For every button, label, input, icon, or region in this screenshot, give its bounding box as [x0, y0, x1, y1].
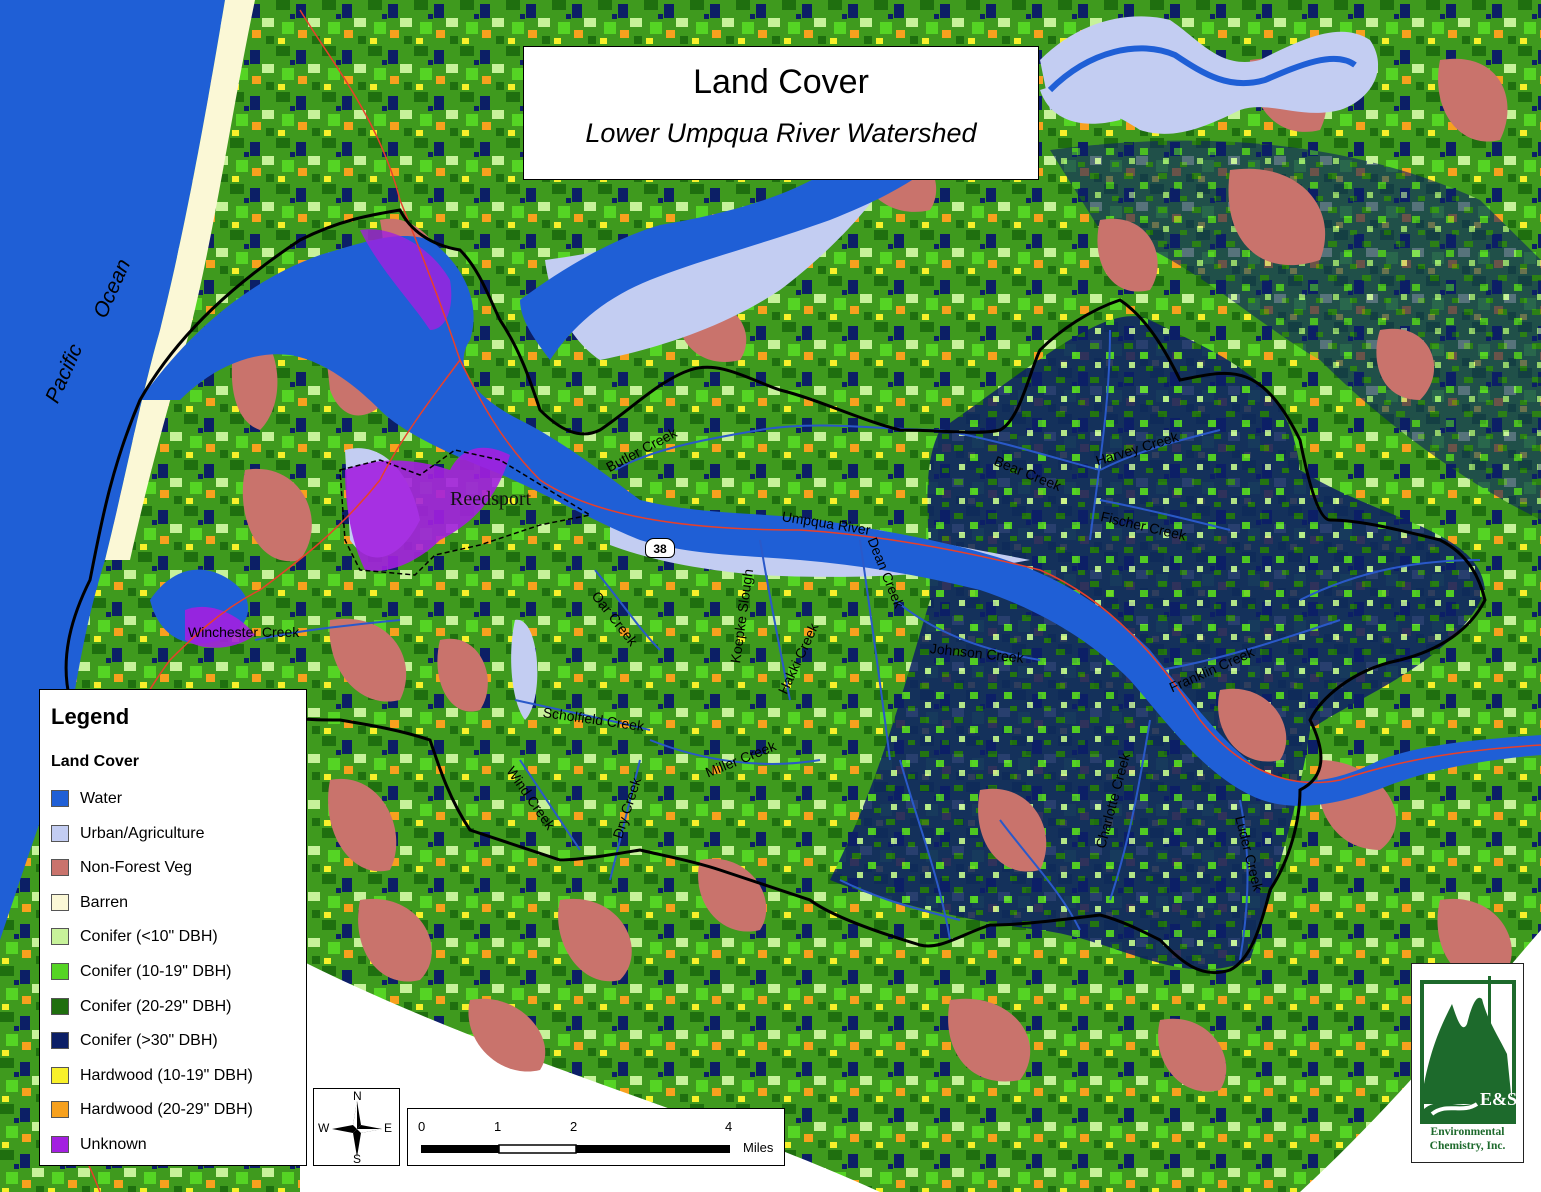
city-limits: [339, 449, 593, 576]
north-river-channel: [1047, 45, 1357, 93]
label-winchester-creek: Winchester Creek: [188, 624, 300, 640]
legend-item: Unknown: [51, 1136, 301, 1156]
highway-shield: 38: [645, 538, 675, 558]
legend-label: Conifer (<10" DBH): [80, 928, 218, 946]
watershed-boundary: [64, 208, 1487, 975]
north-arrow-box: N S E W: [313, 1088, 400, 1166]
legend-swatch: [51, 790, 69, 807]
legend-label: Hardwood (10-19" DBH): [80, 1066, 253, 1084]
legend-label: Urban/Agriculture: [80, 824, 205, 842]
legend-label: Conifer (>30" DBH): [80, 1032, 218, 1050]
legend-item: Barren: [51, 893, 301, 914]
estuary-arm-north: [520, 150, 950, 360]
legend-label: Water: [80, 790, 123, 807]
west-label: W: [318, 1121, 330, 1135]
map-title: Land Cover: [693, 63, 869, 101]
winchester-unknown: [185, 606, 255, 648]
logo-name-line2: Chemistry, Inc.: [1429, 1140, 1506, 1152]
north-unknown: [360, 229, 452, 330]
legend-swatch: [51, 824, 69, 842]
legend-item: Conifer (>30" DBH): [51, 1032, 301, 1052]
logo-company-name: Environmental Chemistry, Inc.: [1412, 1125, 1523, 1153]
legend-item: Hardwood (20-29" DBH): [51, 1101, 301, 1121]
scale-tick-1: 1: [494, 1119, 502, 1134]
legend-swatch: [51, 963, 69, 980]
legend-label: Unknown: [80, 1136, 147, 1153]
conifer-mass-north: [1050, 140, 1541, 520]
city-label-reedsport: Reedsport: [450, 488, 532, 510]
legend-item: Conifer (10-19" DBH): [51, 963, 301, 983]
legend-swatch: [51, 928, 69, 946]
legend-item: Conifer (20-29" DBH): [51, 997, 301, 1018]
legend-title: Legend: [51, 704, 130, 729]
legend-item: Non-Forest Veg: [51, 859, 301, 879]
legend-label: Hardwood (20-29" DBH): [80, 1101, 253, 1119]
tributary-streams: [254, 329, 1481, 961]
scale-bar: [421, 1144, 730, 1154]
company-logo: E&S Environmental Chemistry, Inc.: [1411, 963, 1524, 1163]
legend-swatch: [51, 1136, 69, 1153]
map-subtitle: Lower Umpqua River Watershed: [585, 118, 977, 148]
legend-label: Conifer (20-29" DBH): [80, 997, 232, 1015]
legend-item: Urban/Agriculture: [51, 824, 301, 845]
scale-tick-2: 2: [570, 1119, 578, 1134]
legend-swatch: [51, 859, 69, 877]
legend-item: Conifer (<10" DBH): [51, 928, 301, 948]
legend-subtitle: Land Cover: [51, 753, 140, 770]
logo-abbreviation: E&S: [1480, 1089, 1518, 1109]
legend-label: Barren: [80, 893, 129, 911]
dune-strip: [105, 0, 255, 560]
north-label: N: [353, 1089, 362, 1103]
title-box: Land Cover Lower Umpqua River Watershed: [523, 46, 1039, 180]
legend-swatch: [51, 893, 69, 911]
compass-icon: [332, 1101, 382, 1157]
scale-unit: Miles: [743, 1140, 774, 1155]
south-label: S: [353, 1152, 362, 1166]
scale-tick-4: 4: [725, 1119, 733, 1134]
legend-swatch: [51, 1101, 69, 1119]
legend-swatch: [51, 1066, 69, 1084]
east-label: E: [384, 1121, 393, 1135]
tree-logo-icon: [1420, 976, 1516, 1124]
umpqua-estuary: [140, 235, 1541, 806]
legend-swatch: [51, 1032, 69, 1050]
legend-swatch: [51, 997, 69, 1015]
scale-bar-box: 0 1 2 4 Miles: [407, 1108, 785, 1166]
scale-tick-0: 0: [418, 1119, 426, 1134]
reedsport-unknown: [345, 447, 510, 571]
legend-item: Hardwood (10-19" DBH): [51, 1066, 301, 1087]
logo-name-line1: Environmental: [1430, 1126, 1505, 1138]
legend-label: Non-Forest Veg: [80, 859, 193, 877]
legend-item: Water: [51, 790, 301, 810]
legend-label: Conifer (10-19" DBH): [80, 963, 232, 980]
